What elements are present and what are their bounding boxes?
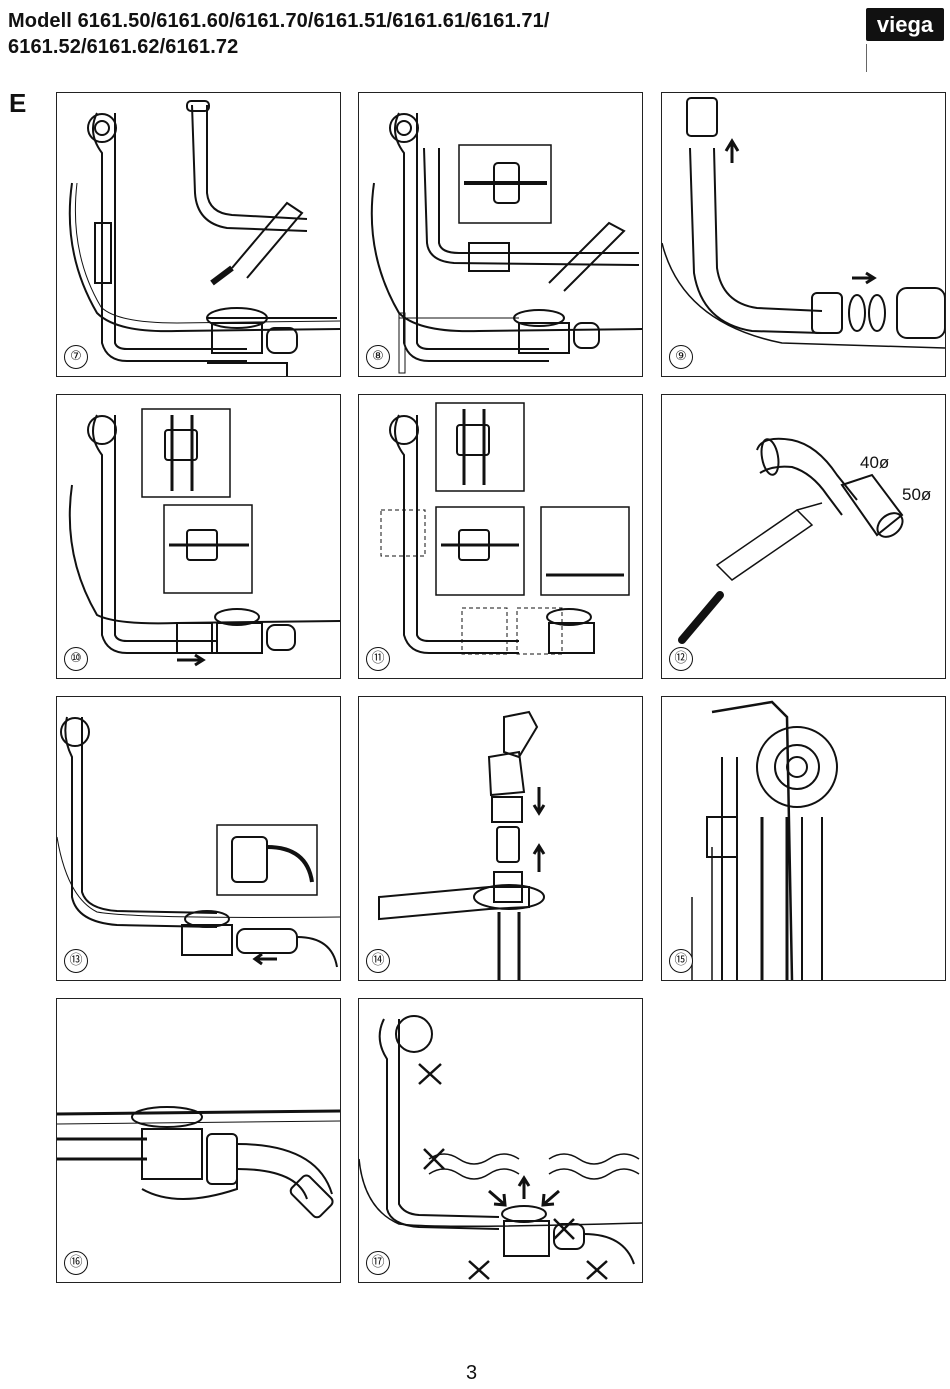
page-title: Modell 6161.50/6161.60/6161.70/6161.51/6… [8,8,550,60]
step-number: ⑭ [366,949,390,973]
step-number: ⑮ [669,949,693,973]
title-line-2: 6161.52/6161.62/6161.72 [8,36,239,58]
dimension-40: 40ø [860,453,890,472]
title-line-1: Modell 6161.50/6161.60/6161.70/6161.51/6… [8,10,550,32]
section-letter: E [9,88,27,118]
illustration-overflow-assembly [691,700,838,980]
illustration-remove-connector [662,97,945,349]
illustration-measure-pipe [370,112,642,374]
illustration-panel-16: ⑯ [56,998,341,1283]
illustration-panel-8: ⑧ [358,92,643,377]
step-number: ⑫ [669,647,693,671]
step-number: ⑪ [366,647,390,671]
step-number: ⑯ [64,1251,88,1275]
illustration-panel-9: ⑨ [661,92,946,377]
illustration-panel-7: ⑦ [56,92,341,377]
illustration-mount-outlet-bend [57,716,340,968]
illustration-panel-14: ⑭ [358,696,643,981]
illustration-tighten-fitting [378,710,546,980]
step-number: ⑨ [669,345,693,369]
illustration-check-connections [380,402,630,655]
illustration-panel-13: ⑬ [56,696,341,981]
illustration-panel-15: ⑮ [661,696,946,981]
illustration-panel-11: ⑪ [358,394,643,679]
illustration-cut-pipe [68,100,340,376]
illustration-panel-12: 40ø 50ø ⑫ [661,394,946,679]
illustration-complete-drain [57,1106,340,1219]
illustration-panel-10: ⑩ [56,394,341,679]
step-number: ⑦ [64,345,88,369]
step-number: ⑩ [64,647,88,671]
dimension-50: 50ø [902,485,932,504]
brand-logo: viega [866,8,944,41]
step-number: ⑬ [64,949,88,973]
page-number: 3 [466,1362,478,1384]
illustration-panel-17: ⑰ [358,998,643,1283]
illustration-shorten-outlet-bend [678,437,904,644]
illustration-push-connector [68,408,340,667]
logo-divider [866,44,867,72]
step-number: ⑧ [366,345,390,369]
step-number: ⑰ [366,1251,390,1275]
illustration-leak-test [359,1015,642,1280]
